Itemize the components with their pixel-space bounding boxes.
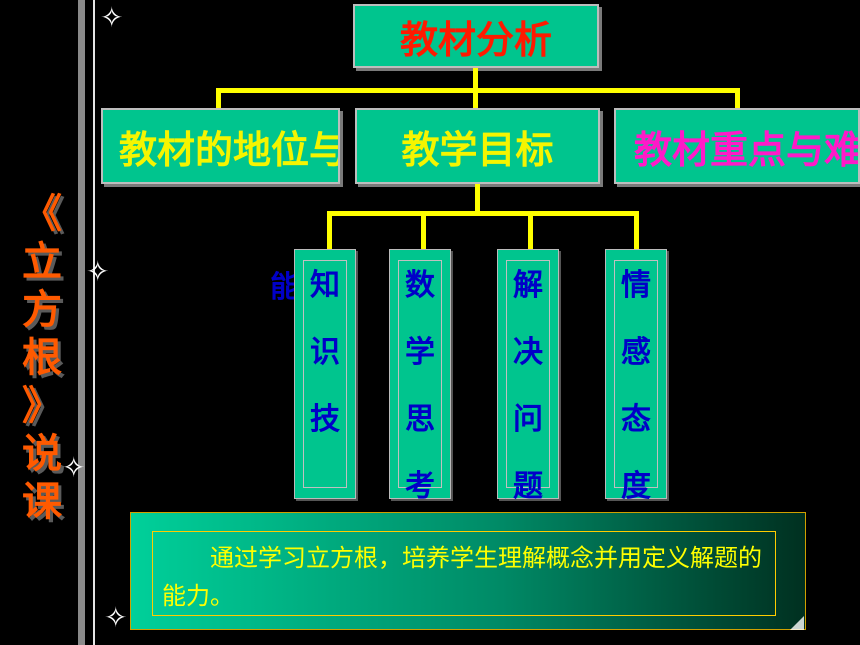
goal-char: 思 bbox=[405, 402, 435, 437]
goal-char: 学 bbox=[405, 335, 435, 370]
page-fold-corner bbox=[790, 616, 804, 630]
goal-char: 态 bbox=[621, 402, 651, 437]
goal-box-problem-solving: 解 决 问 题 bbox=[497, 249, 559, 504]
sparkle-star-icon: ✧ bbox=[100, 1, 124, 34]
goal-box-frame bbox=[398, 260, 442, 488]
side-title-char: 立 bbox=[22, 239, 62, 285]
sparkle-star-icon: ✧ bbox=[62, 451, 86, 484]
side-title-char: 课 bbox=[22, 479, 62, 525]
connector-line bbox=[473, 88, 478, 110]
side-title-char: 方 bbox=[22, 287, 62, 333]
goal-char: 数 bbox=[405, 268, 435, 303]
side-title: 《 立 方 根 》 说 课 bbox=[14, 190, 70, 526]
sparkle-star-icon: ✧ bbox=[104, 601, 128, 634]
goal-char: 感 bbox=[621, 335, 651, 370]
goal-char: 技 bbox=[310, 402, 340, 437]
middle-node-left-label: 教材的地位与作用 bbox=[119, 127, 340, 172]
connector-line bbox=[475, 184, 480, 214]
middle-node-center-label: 教学目标 bbox=[401, 127, 554, 172]
connector-line bbox=[216, 88, 221, 110]
side-title-char: 说 bbox=[22, 431, 62, 477]
goal-char: 决 bbox=[513, 335, 543, 370]
top-node-label: 教材分析 bbox=[399, 17, 552, 62]
connector-line bbox=[473, 68, 478, 90]
top-node-box: 教材分析 bbox=[353, 4, 599, 68]
bottom-panel-frame bbox=[152, 531, 776, 616]
middle-node-center: 教学目标 bbox=[355, 108, 600, 184]
goal-box-math-thinking: 数 学 思 考 bbox=[389, 249, 451, 504]
connector-line bbox=[327, 211, 332, 251]
goal-char: 问 bbox=[513, 402, 543, 437]
goal-char: 解 bbox=[513, 268, 543, 303]
goal-box-frame bbox=[303, 260, 347, 488]
side-title-char: 》 bbox=[22, 383, 62, 429]
middle-node-right: 教材重点与难点 bbox=[614, 108, 860, 184]
middle-node-right-label: 教材重点与难点 bbox=[634, 127, 860, 172]
bottom-text: 通过学习立方根，培养学生理解概念并用定义解题的能力。 bbox=[162, 544, 762, 610]
decorative-vertical-bar bbox=[78, 0, 85, 645]
connector-line bbox=[735, 88, 740, 110]
goal-box-frame bbox=[506, 260, 550, 488]
connector-line bbox=[327, 211, 639, 216]
goal-char: 识 bbox=[310, 335, 340, 370]
connector-line bbox=[216, 88, 740, 93]
goal-box-frame bbox=[614, 260, 658, 488]
goal-char: 题 bbox=[513, 469, 543, 504]
goal-char: 知 bbox=[310, 268, 340, 303]
goal-box-emotion-attitude: 情 感 态 度 bbox=[605, 249, 667, 504]
goal-char: 情 bbox=[621, 268, 651, 303]
goal-char: 度 bbox=[621, 469, 651, 504]
connector-line bbox=[421, 211, 426, 251]
decorative-vertical-line bbox=[93, 0, 95, 645]
sparkle-star-icon: ✧ bbox=[86, 255, 110, 288]
connector-line bbox=[634, 211, 639, 251]
goal-char: 考 bbox=[405, 469, 435, 504]
side-title-char: 根 bbox=[22, 335, 62, 381]
goal-box-knowledge: 知 识 技 bbox=[294, 249, 356, 499]
middle-node-left: 教材的地位与作用 bbox=[101, 108, 340, 184]
side-title-char: 《 bbox=[22, 191, 62, 237]
connector-line bbox=[528, 211, 533, 251]
